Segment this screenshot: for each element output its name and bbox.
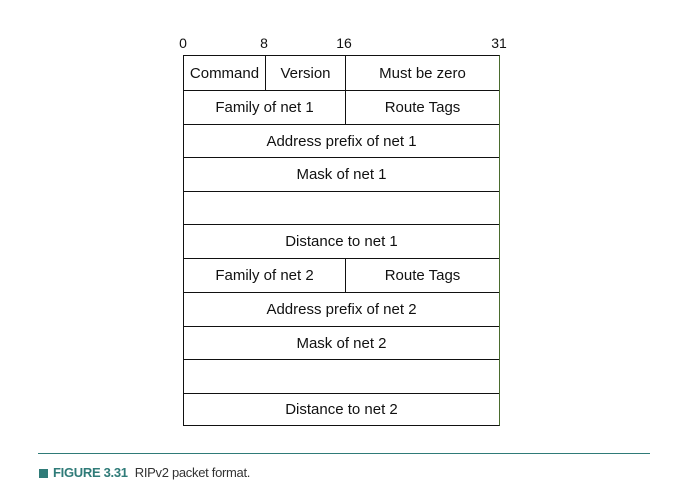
field-version: Version (265, 56, 345, 90)
field-address-prefix-of-net-1: Address prefix of net 1 (266, 132, 417, 150)
caption-divider (38, 453, 650, 454)
packet-row-mask-1: Mask of net 1 (184, 157, 499, 191)
bit-label-31: 31 (491, 35, 507, 51)
field-family-of-net-2: Family of net 2 (215, 267, 314, 284)
packet-row-address-prefix-1: Address prefix of net 1 (184, 124, 499, 157)
figure-label: FIGURE 3.31 (53, 465, 128, 480)
bit-label-0: 0 (179, 35, 187, 51)
field-route-tags-2: Route Tags (345, 259, 499, 292)
packet-row-address-prefix-2: Address prefix of net 2 (184, 292, 499, 326)
caption-square-icon (39, 468, 48, 478)
field-command: Command (189, 64, 260, 82)
field-empty-2 (184, 360, 499, 393)
field-distance-to-net-1: Distance to net 1 (285, 233, 398, 250)
field-route-tags-1: Route Tags (345, 91, 499, 124)
packet-row-mask-2: Mask of net 2 (184, 326, 499, 359)
packet-row-empty-2 (184, 359, 499, 393)
bit-label-16: 16 (336, 35, 352, 51)
packet-row-empty-1 (184, 191, 499, 224)
field-mask-of-net-2: Mask of net 2 (296, 334, 387, 352)
packet-row-family-net-1: Family of net 1 Route Tags (184, 90, 499, 124)
field-distance-to-net-2: Distance to net 2 (285, 401, 398, 418)
packet-format-diagram: Command Version Must be zero Family of n… (183, 55, 500, 426)
field-must-be-zero: Must be zero (345, 56, 499, 90)
field-family-of-net-1: Family of net 1 (215, 99, 314, 116)
packet-row-family-net-2: Family of net 2 Route Tags (184, 258, 499, 292)
field-address-prefix-of-net-2: Address prefix of net 2 (266, 301, 417, 318)
field-mask-of-net-1: Mask of net 1 (296, 166, 387, 183)
packet-row-header: Command Version Must be zero (184, 56, 499, 90)
figure-caption: FIGURE 3.31 RIPv2 packet format. (39, 465, 250, 481)
packet-row-distance-1: Distance to net 1 (184, 224, 499, 258)
bit-label-8: 8 (260, 35, 268, 51)
figure-caption-text: RIPv2 packet format. (134, 465, 251, 480)
field-empty-1 (184, 192, 499, 224)
packet-row-distance-2: Distance to net 2 (184, 393, 499, 425)
